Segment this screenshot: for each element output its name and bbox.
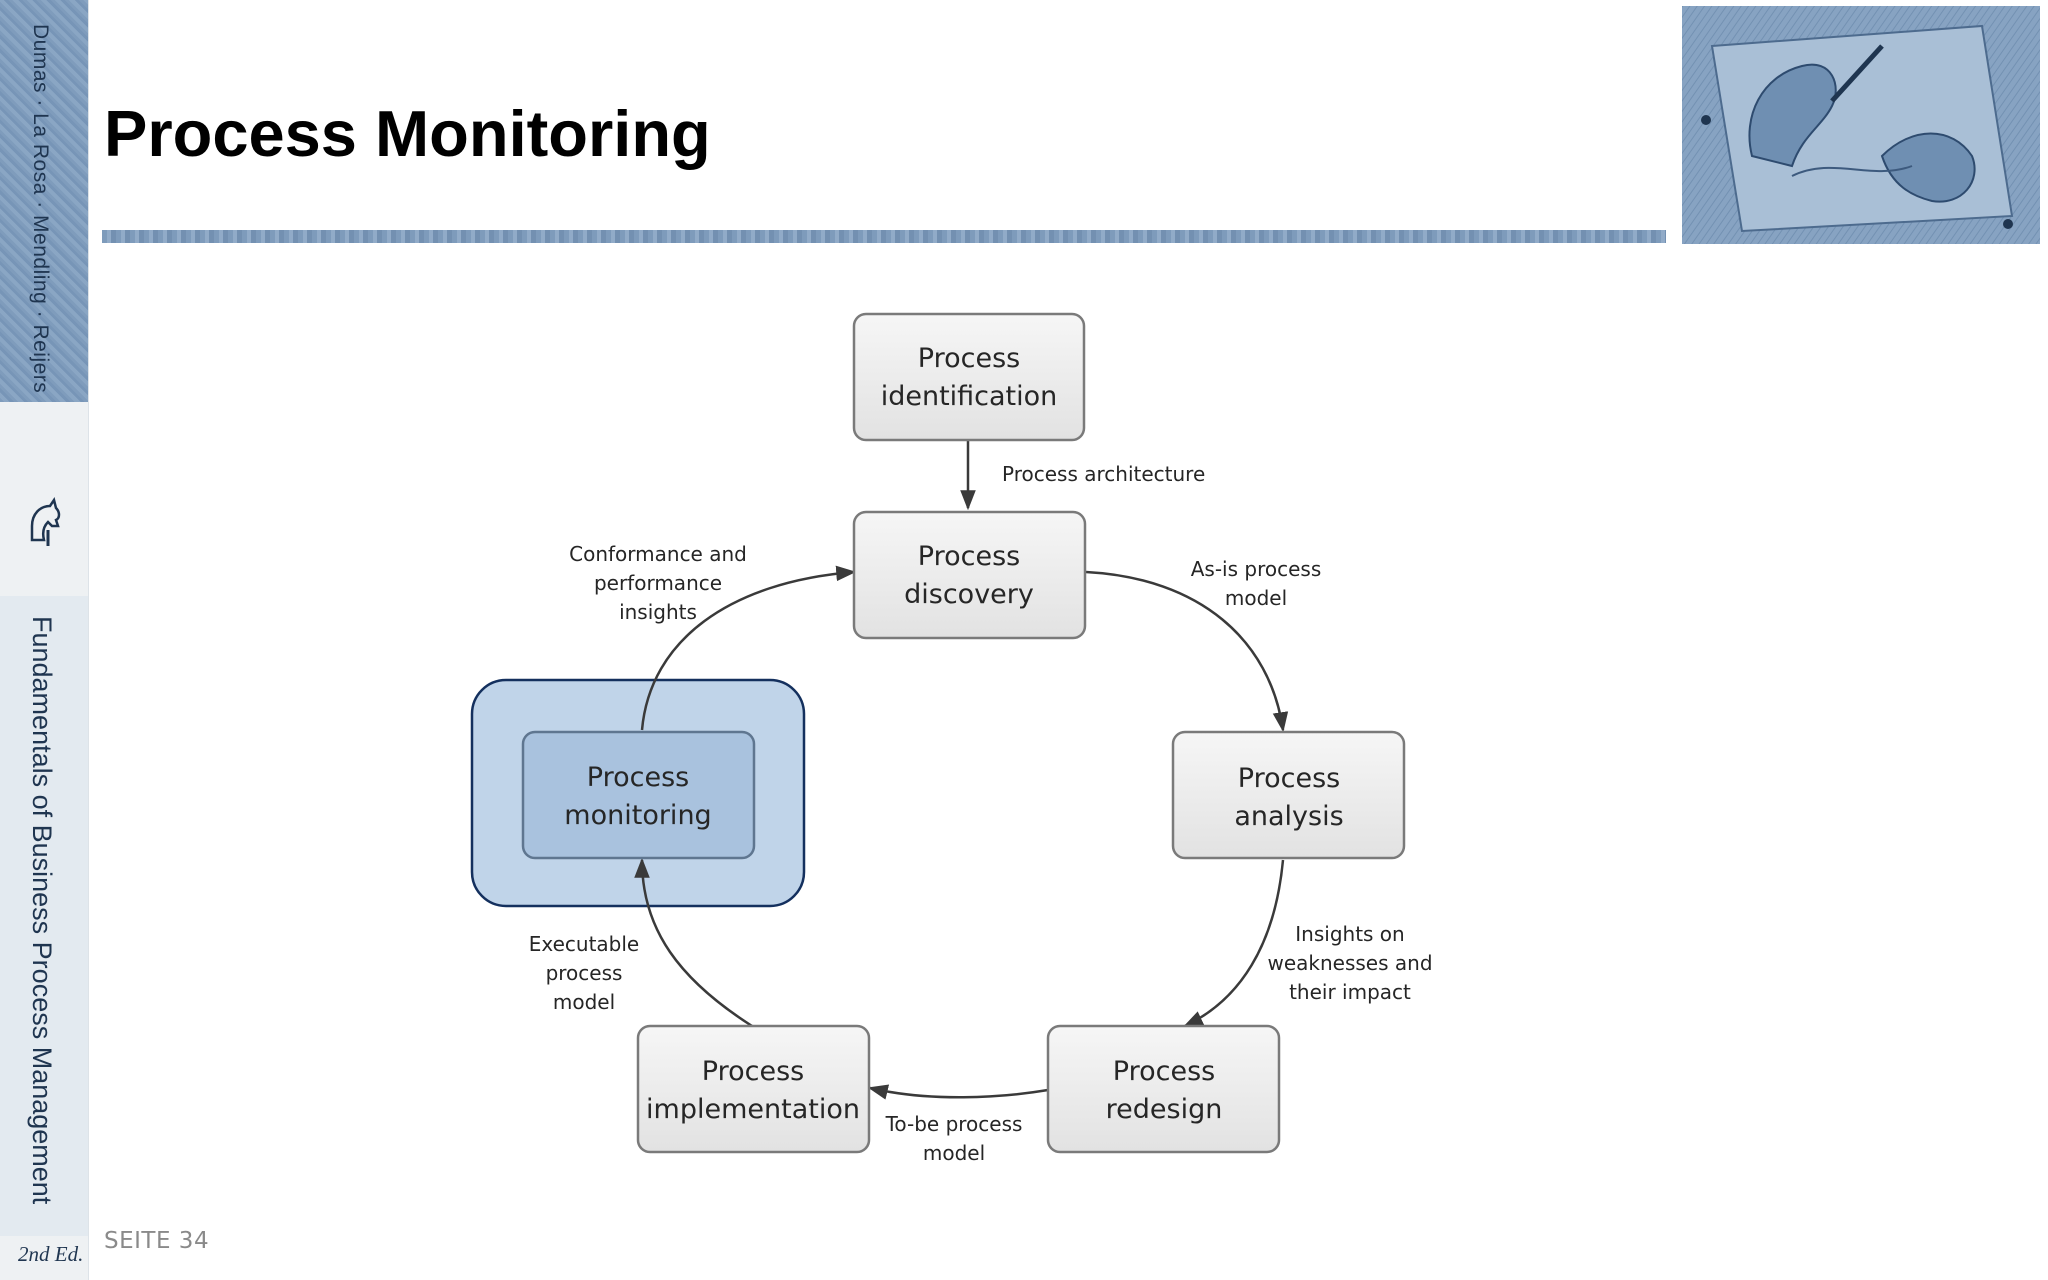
edge-label-line: model <box>923 1141 985 1165</box>
spine-texture <box>0 0 88 402</box>
edge-label-line: process <box>546 961 623 985</box>
book-spine: Dumas · La Rosa · Mendling · Reijers Fun… <box>0 0 89 1280</box>
edge-label-conformance: Conformance and performance insights <box>569 542 747 624</box>
spine-band <box>0 596 88 1236</box>
node-label-line: discovery <box>904 579 1034 610</box>
edge-label-line: model <box>1225 586 1287 610</box>
edge-label-line: their impact <box>1289 980 1411 1004</box>
page-title: Process Monitoring <box>104 97 711 170</box>
edge-label-insights: Insights on weaknesses and their impact <box>1267 922 1432 1004</box>
node-label-line: Process <box>587 762 689 793</box>
node-process-identification: Process identification <box>852 312 1086 442</box>
edge-label-line: As-is process <box>1191 557 1322 581</box>
publisher-logo-icon <box>30 496 61 546</box>
edge-label-line: weaknesses and <box>1267 951 1432 975</box>
edge-label-as-is: As-is process model <box>1191 557 1322 610</box>
node-label-line: Process <box>918 343 1020 374</box>
spine-edition: 2nd Ed. <box>18 1242 84 1266</box>
node-label-line: Process <box>702 1056 804 1087</box>
node-process-analysis: Process analysis <box>1171 730 1406 860</box>
edge-insights <box>1182 859 1285 1028</box>
edge-conformance <box>640 565 857 731</box>
edge-label-line: Process architecture <box>1002 462 1205 486</box>
node-label-line: monitoring <box>564 800 711 831</box>
node-label-line: analysis <box>1234 801 1343 832</box>
edge-to-be <box>867 1084 1049 1100</box>
edge-label-line: To-be process <box>885 1112 1023 1136</box>
node-label-line: implementation <box>646 1094 860 1125</box>
header-divider <box>102 230 1666 243</box>
spine-book-title: Fundamentals of Business Process Managem… <box>27 616 57 1205</box>
drawing-hands-image <box>1682 6 2040 244</box>
edge-as-is <box>1085 570 1289 733</box>
edge-executable <box>634 857 753 1028</box>
node-label-line: redesign <box>1106 1094 1223 1125</box>
node-process-redesign: Process redesign <box>1046 1024 1281 1154</box>
node-label-line: Process <box>918 541 1020 572</box>
spine-authors: Dumas · La Rosa · Mendling · Reijers <box>29 24 52 394</box>
edge-label-architecture: Process architecture <box>1002 462 1205 486</box>
edge-label-line: Conformance and <box>569 542 747 566</box>
edge-label-line: Insights on <box>1295 922 1404 946</box>
node-label-line: Process <box>1238 763 1340 794</box>
edge-label-line: Executable <box>529 932 640 956</box>
edge-label-line: performance <box>594 571 722 595</box>
edge-label-line: model <box>553 990 615 1014</box>
node-label-line: identification <box>881 381 1058 412</box>
node-process-monitoring: Process monitoring <box>521 730 756 860</box>
edge-label-to-be: To-be process model <box>885 1112 1023 1165</box>
node-label-line: Process <box>1113 1056 1215 1087</box>
edge-label-line: insights <box>619 600 697 624</box>
page-number: SEITE 34 <box>104 1228 210 1254</box>
node-process-discovery: Process discovery <box>852 510 1087 640</box>
edge-label-executable: Executable process model <box>529 932 640 1014</box>
node-process-implementation: Process implementation <box>636 1024 871 1154</box>
